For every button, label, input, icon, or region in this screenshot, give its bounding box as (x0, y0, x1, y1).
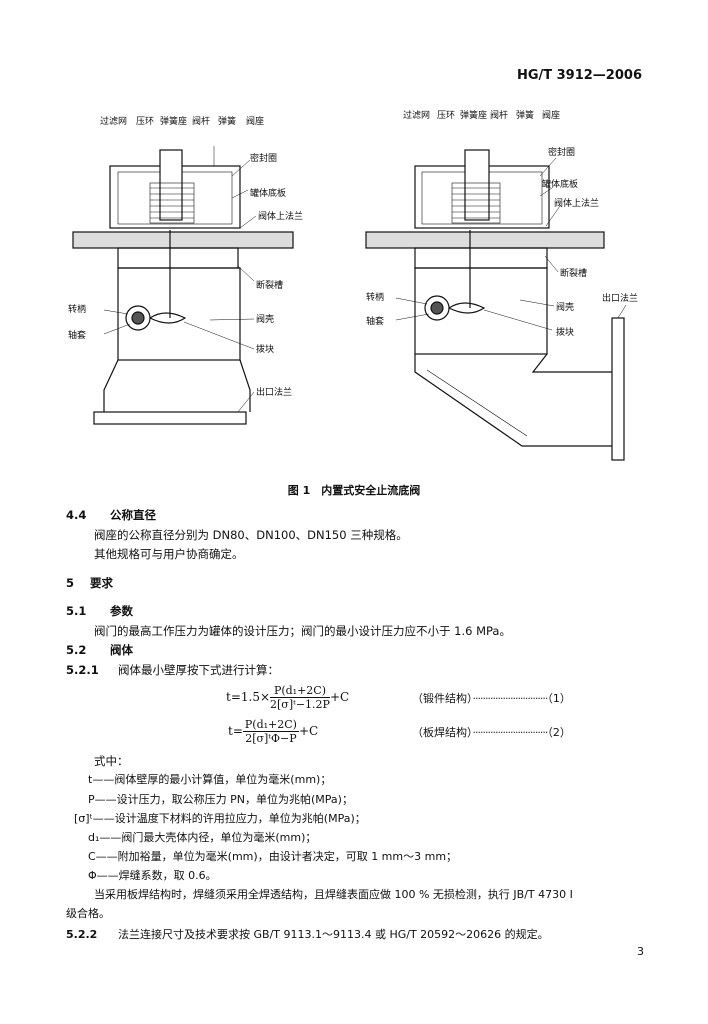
label-sleeve-right: 轴套 (366, 315, 384, 327)
label-handle-right: 转柄 (366, 291, 384, 303)
label-stem-left: 阀杆 (192, 115, 210, 127)
label-seal-ring-left: 密封圈 (250, 152, 277, 164)
label-spring-left: 弹簧 (218, 115, 236, 127)
label-shell-left: 阀壳 (256, 313, 274, 325)
label-spring-right: 弹簧 (516, 109, 534, 121)
label-spring-seat-right: 弹簧座 (460, 109, 487, 121)
label-outlet-flange-left: 出口法兰 (256, 386, 292, 398)
label-shell-right: 阀壳 (556, 301, 574, 313)
label-press-ring-left: 压环 (136, 116, 154, 127)
label-stem-right: 阀杆 (490, 109, 508, 121)
label-seat-right: 阀座 (542, 109, 560, 121)
variable-t: t——阀体壁厚的最小计算值，单位为毫米(mm)； (88, 773, 332, 786)
label-block-left: 拨块 (256, 343, 274, 355)
figure-caption: 图 1 内置式安全止流底阀 (287, 484, 421, 497)
section-4-4-p1: 阀座的公称直径分别为 DN80、DN100、DN150 三种规格。 (94, 528, 408, 542)
page-number: 3 (637, 945, 644, 958)
label-filter-right: 过滤网 (403, 109, 430, 121)
label-sleeve-left: 轴套 (68, 329, 86, 341)
label-handle-left: 转柄 (68, 303, 86, 315)
equation-1-label: （锻件结构）······························（1） (412, 692, 571, 705)
variable-c: C——附加裕量，单位为毫米(mm)，由设计者决定，可取 1 mm～3 mm； (88, 850, 458, 863)
label-press-ring-right: 压环 (437, 110, 455, 121)
weld-paragraph-line2: 级合格。 (66, 907, 110, 920)
equation-1: t=1.5×P(d₁+2C)2[σ]ᵗ−1.2P+C (226, 684, 350, 711)
label-break-groove-right: 断裂槽 (560, 267, 587, 279)
where-label: 式中： (94, 754, 129, 768)
variable-phi: Φ——焊缝系数，取 0.6。 (88, 869, 217, 882)
section-4-4-p2: 其他规格可与用户协商确定。 (94, 547, 244, 561)
label-block-right: 拨块 (556, 326, 574, 338)
label-tank-bottom-right: 罐体底板 (542, 178, 578, 190)
label-seal-ring-right: 密封圈 (548, 146, 575, 158)
label-body-flange-right: 阀体上法兰 (554, 197, 599, 209)
variable-sigma: [σ]ᵗ——设计温度下材料的许用拉应力，单位为兆帕(MPa)； (74, 812, 366, 825)
label-filter-left: 过滤网 (100, 115, 127, 127)
variable-d1: d₁——阀门最大壳体内径，单位为毫米(mm)； (88, 831, 317, 844)
label-tank-bottom-left: 罐体底板 (250, 187, 286, 199)
weld-paragraph-line1: 当采用板焊结构时，焊缝须采用全焊透结构，且焊缝表面应做 100 % 无损检测，执… (94, 888, 573, 901)
section-5-1-p1: 阀门的最高工作压力为罐体的设计压力；阀门的最小设计压力应不小于 1.6 MPa。 (94, 624, 511, 638)
label-break-groove-left: 断裂槽 (256, 279, 283, 291)
document-code: HG/T 3912—2006 (516, 68, 642, 83)
label-spring-seat-left: 弹簧座 (160, 115, 187, 127)
equation-2-label: （板焊结构）······························（2） (412, 726, 571, 739)
label-seat-left: 阀座 (246, 115, 264, 127)
valve-drawing-figure: 过滤网 压环 弹簧座 阀杆 弹簧 阀座 密封圈 罐体底板 阀体上法兰 断裂槽 转… (68, 109, 638, 461)
label-body-flange-left: 阀体上法兰 (258, 210, 303, 222)
variable-p: P——设计压力，取公称压力 PN，单位为兆帕(MPa)； (88, 793, 353, 806)
label-outlet-flange-right: 出口法兰 (602, 292, 638, 304)
equation-2: t=P(d₁+2C)2[σ]ᵗΦ−P+C (228, 718, 319, 745)
